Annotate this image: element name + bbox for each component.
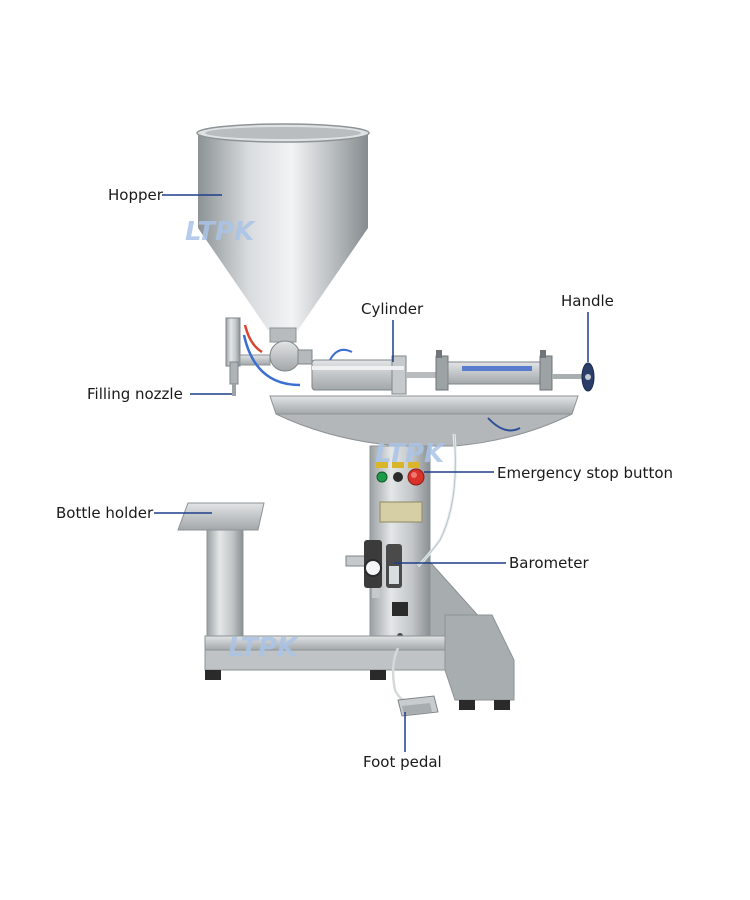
- cylinder: [311, 348, 407, 395]
- label-handle: Handle: [561, 292, 614, 310]
- label-cylinder: Cylinder: [361, 300, 424, 318]
- label-hopper: Hopper: [108, 186, 163, 204]
- label-emergency-stop: Emergency stop button: [497, 464, 674, 482]
- emergency-stop-button: [407, 468, 425, 486]
- foot-pedal: [391, 647, 439, 717]
- handle: [552, 362, 595, 392]
- watermark-bottom: LTPK: [228, 633, 299, 663]
- watermark-middle: LTPK: [375, 439, 446, 469]
- label-barometer: Barometer: [509, 554, 589, 572]
- bottle-holder: [177, 502, 265, 639]
- pneumatic-cylinder: [406, 350, 553, 391]
- label-bottle-holder: Bottle holder: [56, 504, 154, 522]
- valve-body: [269, 340, 313, 372]
- label-filling-nozzle: Filling nozzle: [87, 385, 183, 403]
- machine-base: [204, 614, 515, 710]
- hopper: [196, 123, 370, 343]
- leader-lines: [154, 194, 589, 752]
- filling-nozzle: [225, 317, 301, 396]
- watermark-top: LTPK: [185, 217, 256, 247]
- barometer: [345, 540, 402, 598]
- label-foot-pedal: Foot pedal: [363, 753, 442, 771]
- machine-table: [269, 395, 579, 447]
